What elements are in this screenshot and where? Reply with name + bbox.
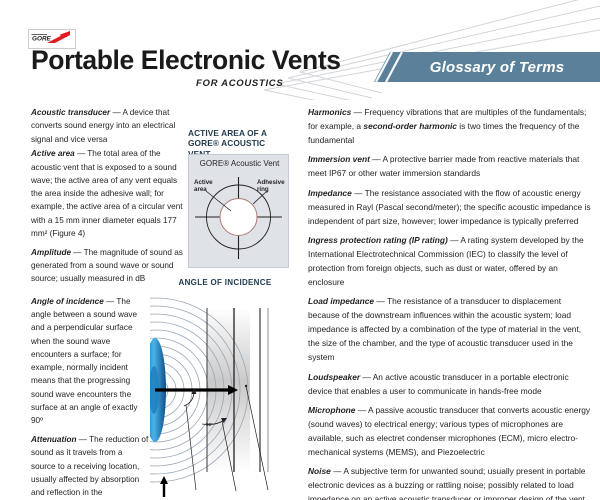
left-glossary-column: Acoustic transducer — A device that conv… bbox=[31, 106, 188, 500]
right-glossary-column: Harmonics — Frequency vibrations that ar… bbox=[308, 106, 591, 500]
label-active-area-line2: area bbox=[194, 186, 207, 194]
glossary-term: Ingress protection rating (IP rating) bbox=[308, 235, 448, 246]
page-header: GORE Portable Electronic Vents FOR ACOUS… bbox=[0, 0, 600, 100]
glossary-definition: — The total area of the acoustic vent th… bbox=[31, 149, 183, 239]
glossary-entry: Load impedance — The resistance of a tra… bbox=[308, 295, 591, 365]
glossary-definition: — The resistance of a transducer to disp… bbox=[308, 296, 582, 363]
glossary-term: Attenuation bbox=[31, 434, 77, 444]
label-active-area-line1: Active bbox=[194, 179, 213, 186]
glossary-entry: Impedance — The resistance associated wi… bbox=[308, 187, 591, 229]
glossary-term: Active area bbox=[31, 149, 75, 159]
page-subtitle: FOR ACOUSTICS bbox=[196, 78, 284, 89]
glossary-definition: — The magnitude of sound as generated fr… bbox=[31, 247, 183, 284]
angle-degree-label: 90° bbox=[206, 422, 213, 427]
banner-label: Glossary of Terms bbox=[429, 58, 565, 76]
vent-diagram bbox=[195, 177, 282, 259]
glossary-entry: Noise — A subjective term for unwanted s… bbox=[308, 465, 591, 500]
figure-active-area-box: GORE® Acoustic Vent Active area Adhesive… bbox=[188, 154, 289, 268]
glossary-definition: — The angle between a sound wave and a p… bbox=[31, 296, 138, 426]
glossary-definition: — The reduction of sound as it travels f… bbox=[31, 434, 149, 498]
glossary-entry: Amplitude — The magnitude of sound as ge… bbox=[31, 246, 188, 286]
glossary-term: Loudspeaker bbox=[308, 371, 361, 382]
banner-shape bbox=[374, 52, 600, 82]
glossary-entry: Active area — The total area of the acou… bbox=[31, 147, 188, 240]
label-adhesive-ring: Adhesive ring bbox=[257, 179, 285, 193]
angle-of-incidence-diagram bbox=[150, 297, 269, 497]
glossary-definition: — A subjective term for unwanted sound; … bbox=[308, 466, 586, 500]
glossary-definition: — An active acoustic transducer in a por… bbox=[308, 371, 569, 396]
glossary-entry: Ingress protection rating (IP rating) — … bbox=[308, 234, 591, 290]
glossary-definition: — A passive acoustic transducer that con… bbox=[308, 405, 591, 457]
header-decorative-lines bbox=[263, 0, 600, 100]
figure-caption-line1: ACTIVE AREA OF A bbox=[188, 128, 268, 138]
glossary-entry: Attenuation — The reduction of sound as … bbox=[31, 433, 149, 499]
label-adhesive-ring-line1: Adhesive bbox=[257, 179, 285, 186]
figure-active-area-caption: ACTIVE AREA OF A GORE® ACOUSTIC VENT bbox=[188, 128, 289, 159]
glossary-definition: — A device that converts sound energy in… bbox=[31, 108, 176, 144]
glossary-term: Acoustic transducer bbox=[31, 108, 111, 117]
glossary-definition: — The resistance associated with the flo… bbox=[308, 187, 591, 226]
label-adhesive-ring-line2: ring bbox=[257, 186, 269, 194]
glossary-term: Immersion vent bbox=[308, 154, 370, 165]
figure-angle-of-incidence: ANGLE OF INCIDENCE bbox=[150, 278, 300, 500]
glossary-term: Impedance bbox=[308, 187, 352, 198]
glossary-definition: — A rating system developed by the Inter… bbox=[308, 235, 584, 287]
gore-logo-mark: GORE bbox=[29, 30, 73, 46]
glossary-entry: Immersion vent — A protective barrier ma… bbox=[308, 153, 591, 181]
glossary-term: Load impedance bbox=[308, 296, 375, 307]
glossary-entry: Acoustic transducer — A device that conv… bbox=[31, 106, 188, 146]
svg-text:GORE: GORE bbox=[32, 36, 52, 43]
glossary-term: Noise bbox=[308, 466, 331, 477]
glossary-entry: Loudspeaker — An active acoustic transdu… bbox=[308, 371, 591, 399]
glossary-entry: Angle of incidence — The angle between a… bbox=[31, 295, 149, 428]
glossary-definition-cont: is two times the frequency of the fundam… bbox=[308, 120, 580, 145]
figure-inner-title: GORE® Acoustic Vent bbox=[199, 159, 280, 168]
figure-angle-caption: ANGLE OF INCIDENCE bbox=[178, 278, 272, 287]
glossary-term: Amplitude bbox=[31, 247, 72, 257]
glossary-banner: Glossary of Terms bbox=[360, 52, 600, 82]
figure-active-area: ACTIVE AREA OF A GORE® ACOUSTIC VENT GOR… bbox=[188, 128, 289, 268]
glossary-entry: Microphone — A passive acoustic transduc… bbox=[308, 404, 591, 460]
glossary-term: Microphone bbox=[308, 405, 356, 416]
glossary-definition: — Frequency vibrations that are multiple… bbox=[308, 107, 587, 131]
glossary-entry: Harmonics — Frequency vibrations that ar… bbox=[308, 106, 591, 148]
glossary-term: Angle of incidence bbox=[31, 296, 104, 306]
figure-caption-line2: GORE® ACOUSTIC VENT bbox=[188, 138, 266, 158]
page-title: Portable Electronic Vents bbox=[31, 45, 341, 75]
glossary-term: Harmonics bbox=[308, 107, 352, 117]
label-active-area: Active area bbox=[194, 179, 213, 193]
gore-logo: GORE bbox=[28, 29, 76, 49]
glossary-emphasis: second-order harmonic bbox=[363, 120, 457, 131]
glossary-definition: — A protective barrier made from reactiv… bbox=[308, 154, 580, 179]
